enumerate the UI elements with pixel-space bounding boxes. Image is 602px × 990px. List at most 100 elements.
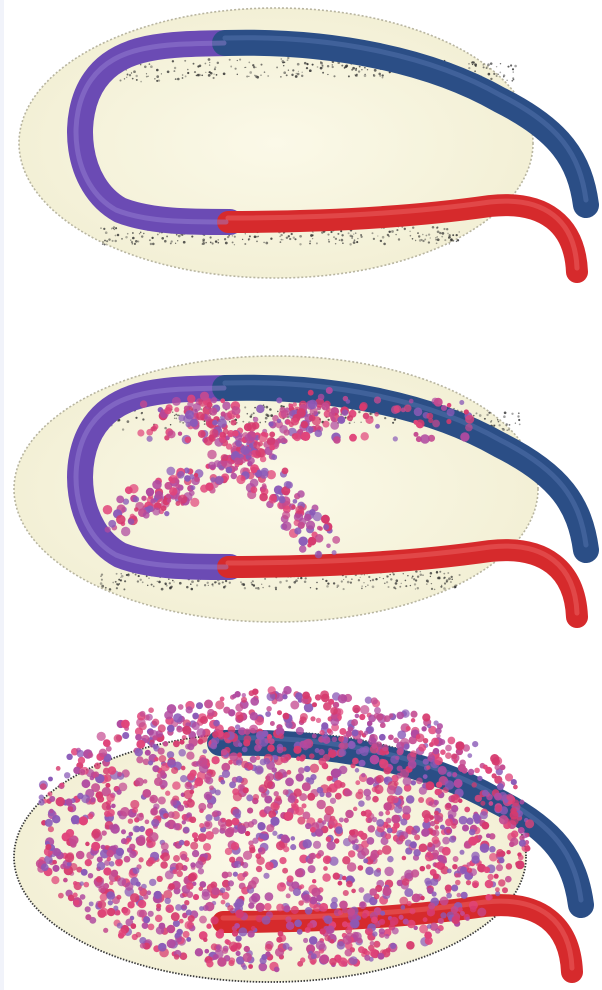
stipple-dot xyxy=(295,75,298,78)
particle xyxy=(353,932,362,941)
stipple-dot xyxy=(212,583,214,585)
stipple-dot xyxy=(251,584,253,586)
particle xyxy=(179,840,185,846)
particle xyxy=(350,919,360,929)
particle xyxy=(367,837,375,845)
particle xyxy=(295,869,304,878)
particle xyxy=(393,738,399,744)
particle xyxy=(417,423,422,428)
particle xyxy=(370,755,379,764)
particle xyxy=(478,835,483,840)
stipple-dot xyxy=(372,585,375,588)
stipple-dot xyxy=(215,581,217,583)
particle xyxy=(472,880,479,887)
particle xyxy=(190,842,198,850)
particle xyxy=(238,927,247,936)
stipple-dot xyxy=(412,238,414,240)
particle xyxy=(367,721,372,726)
particle xyxy=(175,863,183,871)
particle xyxy=(158,748,165,755)
stipple-dot xyxy=(150,243,152,245)
particle xyxy=(211,737,219,745)
particle xyxy=(489,846,496,853)
stipple-dot xyxy=(132,232,134,234)
stipple-dot xyxy=(151,584,153,586)
stipple-dot xyxy=(248,76,249,77)
particle xyxy=(499,851,505,857)
particle xyxy=(393,436,398,441)
particle xyxy=(426,765,430,769)
particle xyxy=(426,413,433,420)
particle xyxy=(376,714,383,721)
particle xyxy=(320,954,330,964)
stipple-dot xyxy=(173,70,175,72)
particle xyxy=(221,900,226,905)
stipple-dot xyxy=(490,421,492,423)
stipple-dot xyxy=(487,63,490,66)
particle xyxy=(355,768,360,773)
stipple-dot xyxy=(434,589,436,591)
stipple-dot xyxy=(392,422,394,424)
stipple-dot xyxy=(254,75,256,77)
particle xyxy=(465,424,473,432)
particle xyxy=(440,749,446,755)
stipple-dot xyxy=(337,233,339,235)
particle xyxy=(171,912,180,921)
particle xyxy=(130,893,139,902)
particle xyxy=(222,948,228,954)
particle xyxy=(282,467,289,474)
particle xyxy=(410,841,417,848)
stipple-dot xyxy=(379,75,381,77)
particle xyxy=(308,537,317,546)
stipple-dot xyxy=(383,243,386,246)
particle xyxy=(152,507,160,515)
particle xyxy=(335,793,342,800)
stipple-dot xyxy=(230,66,232,68)
particle xyxy=(106,794,114,802)
stipple-dot xyxy=(245,67,246,68)
particle xyxy=(419,787,427,795)
stipple-dot xyxy=(365,586,366,587)
stipple-dot xyxy=(468,67,470,69)
stipple-dot xyxy=(326,585,329,588)
particle xyxy=(340,782,346,788)
particle xyxy=(374,869,382,877)
particle xyxy=(301,432,310,441)
stipple-dot xyxy=(332,64,334,66)
particle xyxy=(482,822,490,830)
particle xyxy=(177,471,185,479)
particle xyxy=(143,916,150,923)
particle xyxy=(401,408,406,413)
particle xyxy=(286,893,291,898)
stipple-dot xyxy=(293,237,295,239)
particle xyxy=(278,733,284,739)
particle xyxy=(190,419,198,427)
particle xyxy=(427,724,431,728)
particle xyxy=(233,466,238,471)
particle xyxy=(399,835,405,841)
particle xyxy=(326,836,332,842)
particle xyxy=(422,784,426,788)
particle xyxy=(186,752,194,760)
particle xyxy=(519,840,526,847)
particle xyxy=(452,772,457,777)
particle xyxy=(302,782,311,791)
stipple-dot xyxy=(111,228,112,229)
particle xyxy=(185,921,193,929)
stipple-dot xyxy=(515,423,516,424)
particle xyxy=(192,850,199,857)
particle xyxy=(372,796,379,803)
stipple-dot xyxy=(227,236,229,238)
stipple-dot xyxy=(161,73,162,74)
particle xyxy=(194,473,198,477)
particle xyxy=(94,763,101,770)
stipple-dot xyxy=(441,585,442,586)
particle xyxy=(141,496,146,501)
particle xyxy=(286,721,293,728)
stipple-dot xyxy=(191,236,193,238)
stipple-dot xyxy=(178,235,181,238)
stipple-dot xyxy=(265,421,267,423)
particle xyxy=(232,430,238,436)
particle xyxy=(445,780,454,789)
stipple-dot xyxy=(201,243,203,245)
